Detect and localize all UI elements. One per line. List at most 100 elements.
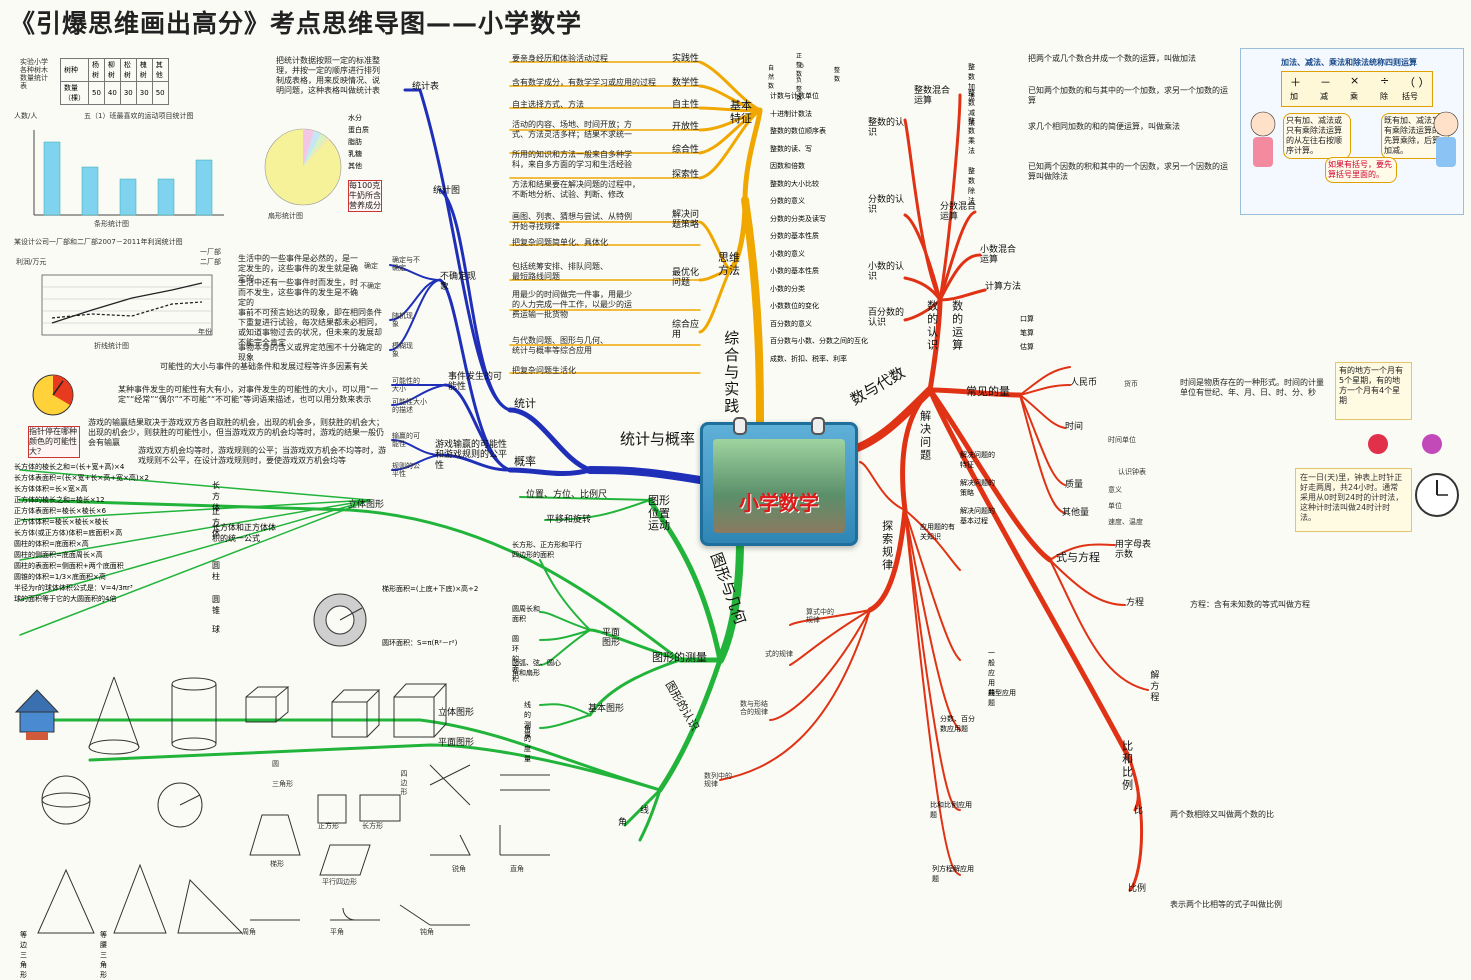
op-name-add: 加 xyxy=(1290,92,1298,101)
rectangle-drawing xyxy=(359,794,401,822)
geometry-measure: 图形的测量 xyxy=(652,651,707,664)
spinner-disc xyxy=(32,374,74,416)
square-drawing xyxy=(317,794,347,824)
shape-triangle-label: 三角形 xyxy=(272,780,293,788)
stats-note-possibility-size: 可能性的大小与事件的基础条件和发展过程等许多因素有关 xyxy=(160,362,368,371)
ratio-note: 两个数相除又叫做两个数的比 xyxy=(1170,810,1274,819)
algebra-percent: 百分数的认识 xyxy=(868,308,905,329)
flower-icons xyxy=(1368,434,1442,454)
practice-note-3: 活动的内容、场地、时间开放；方式、方法灵活多样；结果不求统一 xyxy=(512,120,632,139)
list-item: 整数的读、写 xyxy=(770,144,812,153)
measure-line: 线的测量 xyxy=(524,701,531,739)
table-cell: 松树 xyxy=(119,58,137,82)
stats-note-fuzzy: 事物本身的含义或界定范围不十分确定的现象 xyxy=(238,343,382,362)
formula: 正方体表面积=棱长×棱长×6 xyxy=(14,507,107,515)
bar-chart-title: 五（1）班最喜欢的运动项目统计图 xyxy=(84,112,194,120)
solve-strategy: 解决问题的策略 xyxy=(960,479,995,497)
formula: 正方体体积=棱长×棱长×棱长 xyxy=(14,518,109,526)
calc-written: 笔算 xyxy=(1020,329,1034,337)
num-natural: 自然数 xyxy=(768,65,775,90)
spinner-illustration: 指针停在哪种颜色的可能性大？ xyxy=(28,370,80,458)
num-negative: 负整数 xyxy=(796,77,803,102)
cone-drawing xyxy=(88,676,140,755)
stats-item-table: 统计表 xyxy=(412,82,440,92)
angle-full-label: 周角 xyxy=(242,928,256,936)
circle-drawing xyxy=(157,782,203,828)
sphere-drawing xyxy=(41,775,91,825)
temple-icon xyxy=(14,689,60,740)
stats-sub-probability: 概率 xyxy=(514,455,536,468)
solid-cuboid: 长方体 xyxy=(212,481,220,512)
solid-unified: 长方体和正方体体积的统一公式 xyxy=(212,523,276,543)
list-item: 因数和倍数 xyxy=(770,162,805,170)
quantity-clock: 认识钟表 xyxy=(1118,468,1146,476)
area-arc: 圆弧、弦、圆心角和扇形 xyxy=(512,659,561,677)
stats-sub-statistics: 统计 xyxy=(514,397,536,410)
geometry-basic: 基本图形 xyxy=(588,704,625,714)
line-chart-caption: 折线统计图 xyxy=(94,342,129,350)
stats-item-uncertain: 不确定现象 xyxy=(440,272,477,293)
table-caption: 实验小学各种树木数量统计表 xyxy=(20,58,48,91)
cube-drawing xyxy=(331,689,381,738)
pie-chart-caption: 扇形统计图 xyxy=(268,212,303,220)
list-item: 十进制计数法 xyxy=(770,109,812,118)
calc-estimate: 估算 xyxy=(1020,343,1034,351)
annulus-formula: 圆环面积：S=π(R²－r²) xyxy=(382,639,458,647)
geometry-plane-2: 平面图形 xyxy=(438,738,475,748)
op-paren: （ ） xyxy=(1404,76,1430,89)
list-item: 分数的分类及读写 xyxy=(770,214,826,223)
obtuse-angle-drawing xyxy=(399,904,470,926)
table-cell: 50 xyxy=(151,81,169,105)
area-rect: 长方形、正方形和平行四边形的面积 xyxy=(512,541,582,559)
practice-note-0: 要亲身经历和体验活动过程 xyxy=(512,54,608,63)
geometry-position: 图形位置运动 xyxy=(648,494,670,533)
equation-note: 方程：含有未知数的等式叫做方程 xyxy=(1190,600,1310,609)
op-add-note: 把两个或几个数合并成一个数的运算，叫做加法 xyxy=(1028,54,1196,63)
geometry-direction: 位置、方位、比例尺 xyxy=(526,490,608,500)
table-cell: 30 xyxy=(119,81,137,105)
solve-fraction-app: 分数、百分数应用题 xyxy=(940,715,975,733)
op-name-mul: 乘 xyxy=(1350,92,1358,101)
algebra-operation: 数的运算 xyxy=(950,300,964,352)
solve-feature: 解决问题的特征 xyxy=(960,451,995,469)
practice-note-7: 把复杂问题简单化、具体化 xyxy=(512,238,608,247)
branch-lines xyxy=(18,60,1149,892)
triangle-isosceles-label: 等腰三角形 xyxy=(100,931,107,979)
practice-note-4: 所用的知识和方法一般来自多种学科，来自多方面的学习和生活经验 xyxy=(512,150,632,169)
cylinder-drawing xyxy=(171,677,217,751)
formula: 圆柱的侧面积=底面周长×高 xyxy=(14,551,103,559)
stats-note-random: 事前不可预言始达的现象，即在相同条件下重复进行试验，每次结果都未必相同，或知道事… xyxy=(238,308,382,347)
practice-feature: 基本特征 xyxy=(730,99,752,125)
practice-method: 思维方法 xyxy=(718,251,740,277)
plane-drawings xyxy=(37,764,550,934)
integer-topic-list: 计数与计数单位 十进制计数法 整数的数位顺序表 整数的读、写 因数和倍数 整数的… xyxy=(770,88,868,368)
list-item: 整数的数位顺序表 xyxy=(770,127,826,135)
practice-note-11: 把复杂问题生活化 xyxy=(512,366,576,375)
line-chart-xlabel: 年份 xyxy=(198,328,212,336)
algebra-letter: 用字母表示数 xyxy=(1115,540,1152,561)
girls-illustration xyxy=(1250,111,1459,167)
pattern-sequence: 数列中的规律 xyxy=(704,772,732,789)
table-cell: 30 xyxy=(135,81,153,105)
stats-small-3: 输赢的可能性 xyxy=(392,432,420,449)
spinner-note: 指针停在哪种颜色的可能性大？ xyxy=(28,426,80,458)
legend-item: 水分 xyxy=(348,114,362,122)
table-cell: 柳树 xyxy=(103,58,121,82)
stats-small-7: 随机现象 xyxy=(392,312,413,329)
geometry-solid-2: 立体图形 xyxy=(438,708,475,718)
angle-right-label: 直角 xyxy=(510,865,524,873)
stats-note-certain: 生活中的一些事件是必然的，是一定发生的，这些事件的发生就是确定的 xyxy=(238,254,358,283)
op-add: 整数加法 xyxy=(968,63,975,101)
stats-note-game: 游戏的输赢结果取决于游戏双方各自取胜的机会，出现的机会多，则获胜的机会大；出现的… xyxy=(88,418,384,447)
practice-item-integrated: 综合性 xyxy=(672,145,700,155)
acute-angle-drawing xyxy=(430,834,471,856)
left-girl-bubble: 只有加、减法或只有乘除法运算的从左往右按顺序计算。 xyxy=(1283,113,1351,159)
op-name-div: 除 xyxy=(1380,92,1388,101)
op-name-sub: 减 xyxy=(1320,92,1328,101)
straight-angle-drawing xyxy=(330,907,380,921)
practice-item-strategy: 解决问题策略 xyxy=(672,210,700,231)
legend-item: 其他 xyxy=(348,162,362,170)
list-item: 整数的大小比较 xyxy=(770,179,819,188)
stats-small-5: 确定 xyxy=(364,262,378,270)
formula: 长方体的棱长之和=(长+宽+高)×4 xyxy=(14,463,125,471)
